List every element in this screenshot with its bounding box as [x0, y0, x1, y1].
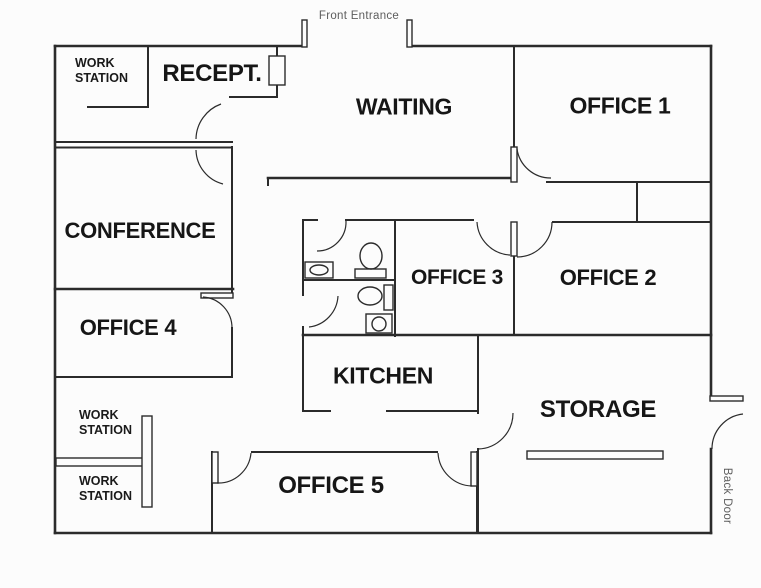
room-label-office-3: OFFICE 3	[410, 266, 504, 289]
office-2-door-arc	[516, 221, 553, 258]
room-label-office-1: OFFICE 1	[569, 92, 671, 119]
room-label-workstation-lower: WORK STATION	[79, 474, 133, 504]
office-3-door-slab	[510, 221, 518, 257]
toilet-bowl	[357, 286, 383, 306]
inner-walls	[53, 45, 713, 534]
toilet-bowl	[359, 242, 383, 270]
office-5-left-door-arc	[216, 452, 252, 484]
room-label-office-4: OFFICE 4	[79, 315, 177, 340]
toilet-tank	[383, 284, 394, 311]
office-5-left-door-slab	[211, 451, 219, 484]
sink-basin	[309, 264, 329, 276]
entrance-jambs	[301, 19, 744, 402]
office-3-door-arc	[476, 221, 511, 256]
room-label-waiting: WAITING	[355, 93, 453, 120]
bathroom-fixtures	[304, 242, 394, 334]
bathroom-1-door-arc	[316, 220, 347, 252]
room-label-conference: CONFERENCE	[64, 218, 216, 243]
sink-basin	[371, 316, 387, 332]
storage-door-arc	[477, 412, 514, 450]
sink	[365, 313, 393, 334]
workstation-partition-vertical	[141, 415, 153, 508]
door-arcs	[195, 103, 744, 487]
office-1-door-slab	[510, 146, 518, 183]
front-entrance-jamb-left	[301, 19, 308, 48]
storage-shelf	[526, 450, 664, 460]
office-5-right-door-arc	[437, 452, 473, 487]
door-slabs	[200, 146, 518, 487]
front-entrance-jamb-right	[406, 19, 413, 48]
room-label-reception: RECEPT.	[162, 60, 262, 87]
office-4-door-arc	[202, 296, 233, 329]
office-4-door-slab	[200, 292, 234, 299]
room-label-workstation-mid: WORK STATION	[79, 408, 133, 438]
room-label-office-2: OFFICE 2	[559, 265, 657, 290]
front-entrance-label: Front Entrance	[318, 10, 400, 22]
reception-door-arc-down	[195, 149, 224, 185]
back-door-label: Back Door	[721, 467, 733, 525]
bathroom-2-door-arc	[308, 295, 339, 328]
office-5-right-door-slab	[470, 451, 478, 487]
room-label-office-5: OFFICE 5	[278, 472, 384, 499]
room-label-storage: STORAGE	[539, 396, 657, 423]
back-door-stub	[709, 395, 744, 402]
reception-desk	[268, 55, 286, 86]
furniture	[55, 55, 664, 508]
office-1-door-arc	[516, 148, 552, 179]
workstation-partition-horizontal	[55, 457, 145, 467]
room-label-workstation-upper: WORK STATION	[75, 56, 129, 86]
room-label-kitchen: KITCHEN	[332, 362, 434, 389]
toilet-tank	[354, 268, 387, 279]
sink	[304, 261, 334, 279]
back-door-arc	[711, 413, 744, 450]
reception-door-arc-up	[195, 103, 222, 140]
